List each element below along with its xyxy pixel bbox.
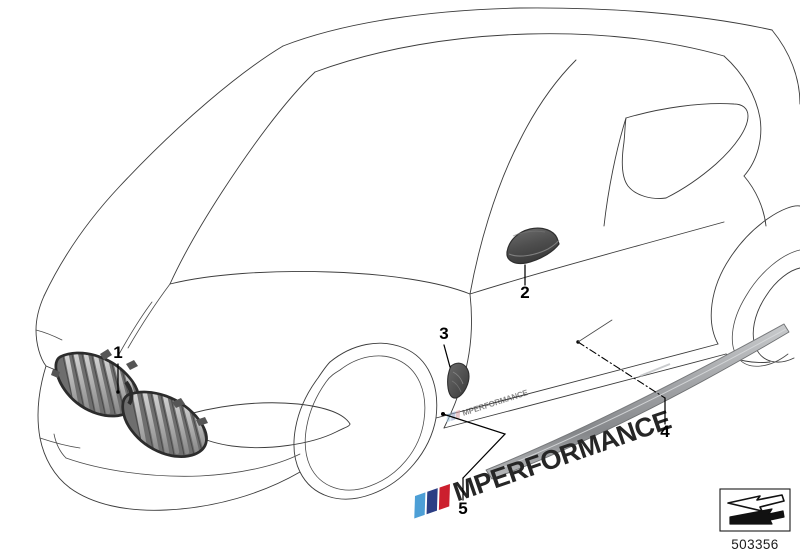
m-stripe-blue xyxy=(414,492,426,519)
sill-trim-strip-top-edge xyxy=(485,323,785,471)
callout-leaders xyxy=(116,264,666,501)
callout-label-2: 2 xyxy=(520,283,529,302)
kidney-grille-tabs xyxy=(51,349,208,426)
callout-label-5: 5 xyxy=(458,499,467,518)
m-stripe-logo xyxy=(414,483,450,519)
side-gill-trim-rib-2 xyxy=(451,380,462,393)
callout-numbers: 1 2 3 4 5 xyxy=(113,283,670,518)
leader-5-path xyxy=(442,413,507,479)
leader-4-tick xyxy=(577,319,613,343)
leader-4-dashdot xyxy=(577,341,666,399)
mirror-cap-highlight xyxy=(508,239,560,257)
part-side-gill-trim[interactable] xyxy=(447,362,470,399)
mirror-cap-body xyxy=(506,227,560,265)
m-performance-ghost-text: MPERFORMANCE xyxy=(461,388,529,418)
kidney-grille-right-slats xyxy=(124,393,206,456)
sill-trim-strip-highlight xyxy=(491,328,787,473)
diagram-corner-block: 503356 xyxy=(719,488,791,552)
part-sill-trim-strip[interactable] xyxy=(485,323,790,480)
part-kidney-grille[interactable] xyxy=(51,348,215,464)
diagram-number: 503356 xyxy=(731,537,778,552)
m-stripe-navy xyxy=(426,488,438,515)
side-gill-trim-body xyxy=(447,362,470,399)
callout-label-1: 1 xyxy=(113,343,122,362)
callout-label-3: 3 xyxy=(439,324,448,343)
kidney-grille-center-joint xyxy=(124,380,134,406)
m-performance-text: MPERFORMANCE xyxy=(449,405,674,508)
m-performance-decal-artwork: MPERFORMANCE xyxy=(414,405,675,519)
leader-3 xyxy=(443,344,451,368)
callout-label-4: 4 xyxy=(660,422,670,441)
sill-trim-strip-sheen xyxy=(639,363,671,377)
part-mirror-cap[interactable] xyxy=(506,227,560,265)
leader-5-dot xyxy=(441,412,445,416)
direction-arrow-icon xyxy=(727,494,785,525)
leader-1-dot xyxy=(116,390,120,394)
side-gill-trim-rib xyxy=(452,371,464,385)
car-body-outline xyxy=(35,7,800,511)
m-stripe-red xyxy=(438,483,450,510)
m-stripe-ghost xyxy=(446,409,461,423)
mirror-cap-edge xyxy=(512,230,546,237)
